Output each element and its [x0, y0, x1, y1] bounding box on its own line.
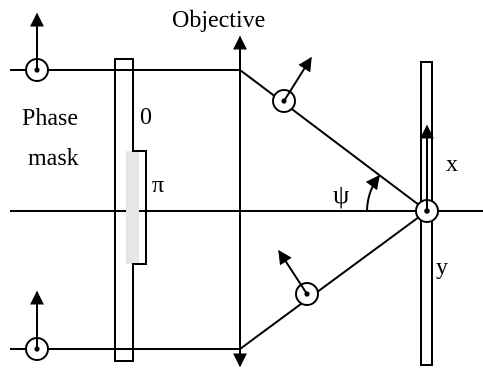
x-axis-label: x	[446, 151, 458, 177]
phase-pi-label: π	[152, 172, 164, 198]
polarization-bottom-left	[25, 290, 49, 361]
phase-mask-pi-region	[126, 151, 139, 264]
focus-point	[415, 124, 439, 223]
polarization-bottom-converging	[278, 249, 319, 306]
phase-mask	[114, 58, 147, 362]
polarization-arrow-icon	[278, 249, 308, 295]
psi-label: ψ	[333, 180, 349, 209]
polarization-arrow-icon	[283, 56, 312, 102]
ray-bottom-converging	[239, 210, 428, 350]
polarization-top-converging	[272, 56, 312, 113]
objective-label: Objective	[172, 7, 265, 33]
phase-mask-label-line2: mask	[28, 145, 79, 171]
phase-zero-label: 0	[140, 104, 152, 130]
phase-mask-label-line1: Phase	[22, 105, 78, 131]
polarization-top-left	[25, 12, 49, 82]
ray-top-converging	[239, 69, 428, 212]
phase-mask-outline	[114, 58, 147, 362]
psi-angle-arc	[365, 174, 380, 212]
y-axis-label: y	[436, 254, 448, 280]
